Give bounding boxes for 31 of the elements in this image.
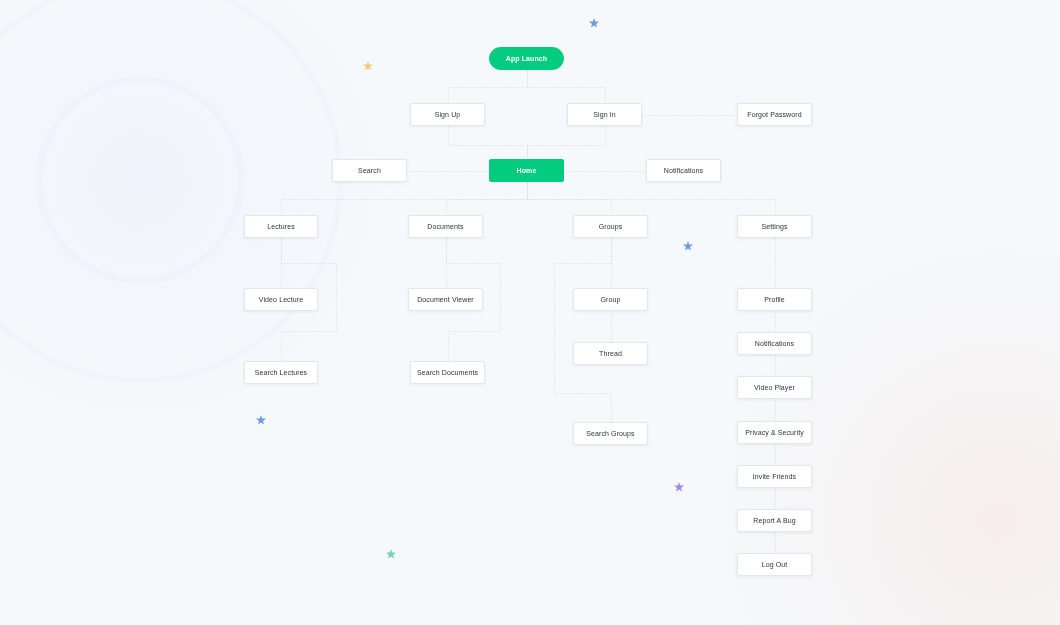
screen-box — [737, 103, 812, 126]
screen-box — [573, 215, 648, 238]
start-pill — [489, 47, 564, 70]
screen-box — [244, 215, 318, 238]
connector-line — [446, 238, 501, 362]
screen-box — [567, 103, 642, 126]
screen-box — [573, 342, 648, 365]
screen-box — [737, 553, 812, 576]
screen-box — [408, 215, 483, 238]
connector-line — [448, 126, 528, 160]
screen-box — [573, 288, 648, 311]
screen-box — [646, 159, 721, 182]
screen-box — [737, 421, 812, 444]
connector-line — [281, 238, 337, 362]
screen-box — [737, 376, 812, 399]
screen-box — [737, 509, 812, 532]
screen-box — [244, 288, 318, 311]
screen-box — [737, 215, 812, 238]
screen-box — [737, 288, 812, 311]
screen-box — [408, 288, 483, 311]
connector-line — [527, 70, 606, 104]
screen-box — [410, 361, 485, 384]
screen-box — [244, 361, 318, 384]
highlight-box — [489, 159, 564, 182]
screen-box — [737, 332, 812, 355]
screen-box — [737, 465, 812, 488]
screen-box — [410, 103, 485, 126]
connector-line — [527, 126, 606, 160]
connector-line — [554, 238, 612, 423]
screen-box — [573, 422, 648, 445]
screen-box — [332, 159, 407, 182]
